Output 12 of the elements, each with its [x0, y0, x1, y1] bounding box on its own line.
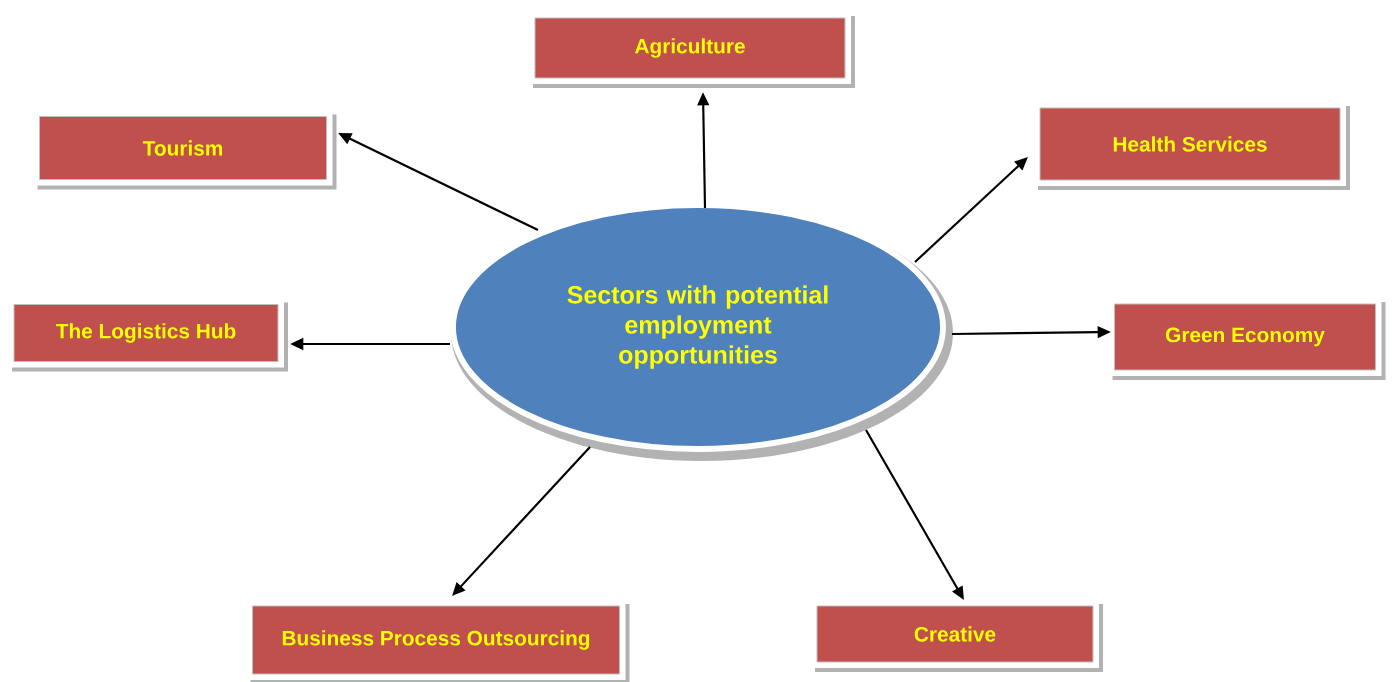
sector-box: Creative	[811, 600, 1103, 672]
node-label: Business Process Outsourcing	[282, 630, 590, 650]
sector-box: Health Services	[1034, 102, 1350, 190]
sector-box: Agriculture	[529, 12, 855, 88]
sector-box: Business Process Outsourcing	[246, 600, 630, 682]
sector-box: The Logistics Hub	[8, 298, 288, 372]
sector-box: Tourism	[33, 110, 337, 190]
arrow	[914, 157, 1028, 263]
sector-box: Green Economy	[1108, 298, 1386, 380]
arrow	[452, 446, 591, 596]
node-label: Green Economy	[1165, 327, 1325, 347]
node-label: Tourism	[142, 140, 223, 156]
